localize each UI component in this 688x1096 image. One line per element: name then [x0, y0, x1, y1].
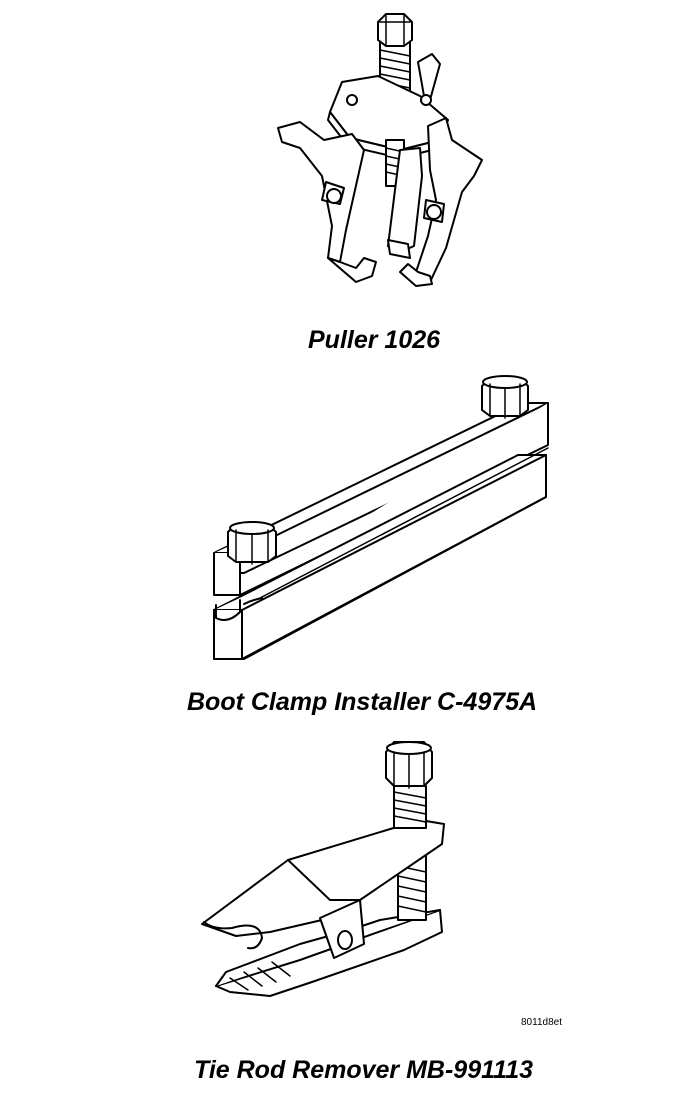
puller-caption: Puller 1026 — [308, 326, 441, 354]
tie-rod-remover-drawing — [202, 742, 444, 996]
tie-rod-remover-caption: Tie Rod Remover MB-991113 — [194, 1056, 534, 1084]
figure-id: 8011d8et — [521, 1017, 562, 1028]
boot-clamp-installer-caption: Boot Clamp Installer C-4975A — [187, 688, 538, 716]
puller-drawing — [278, 14, 482, 286]
boot-clamp-installer-drawing — [214, 376, 548, 659]
